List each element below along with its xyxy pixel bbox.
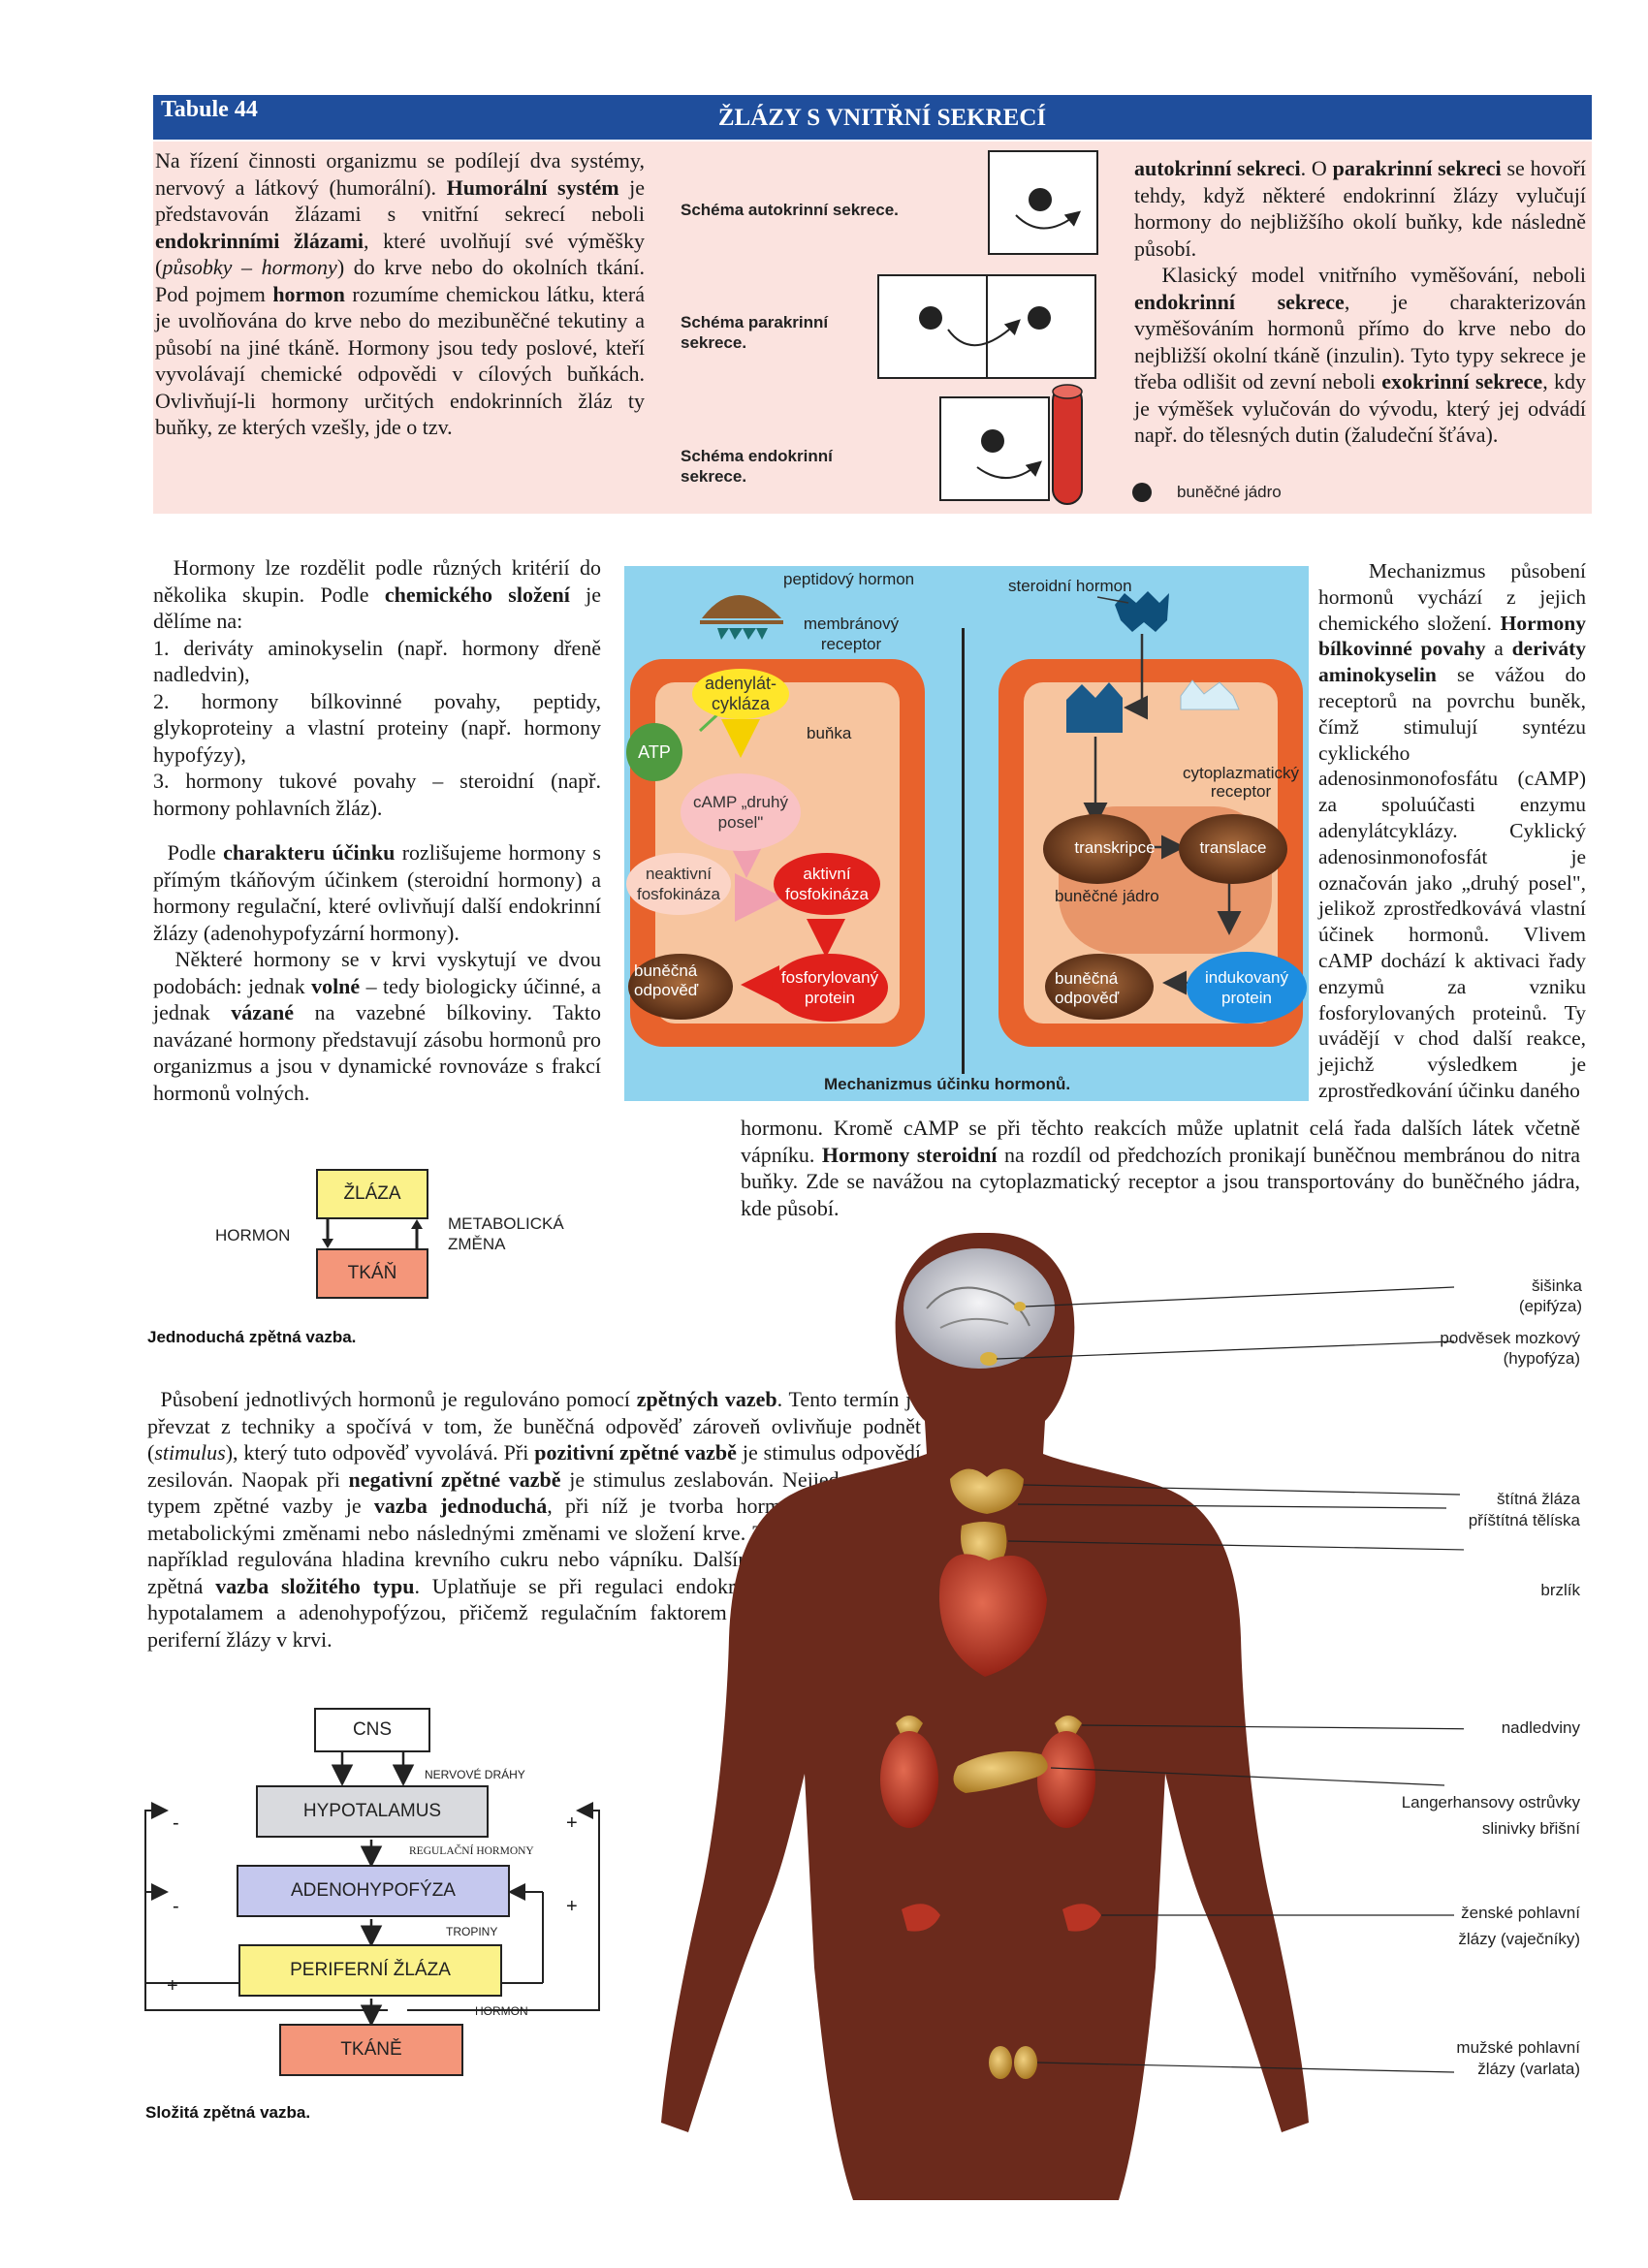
- label-transcription: transkripce: [1074, 838, 1156, 857]
- body-illustration: [661, 1233, 1464, 2200]
- heart: [938, 1554, 1047, 1677]
- label-cyto-receptor: cytoplazmatický receptor: [1183, 764, 1299, 801]
- autocrine-nucleus: [1029, 188, 1052, 211]
- adenohypophysis-box: ADENOHYPOFÝZA: [237, 1865, 510, 1917]
- active-kinase-node: aktivní fosfokináza: [774, 853, 880, 915]
- mechanism-caption: Mechanizmus účinku hormonů.: [824, 1075, 1071, 1093]
- effect-text: Podle charakteru účinku rozlišujeme horm…: [153, 840, 601, 1105]
- right-ovary: [1062, 1904, 1101, 1932]
- label-adrenals: nadledviny: [1501, 1718, 1580, 1737]
- label-hormone-simple: HORMON: [215, 1226, 291, 1244]
- steroid-text: hormonu. Kromě cAMP se při těchto reakcí…: [741, 1116, 1580, 1220]
- pancreas: [953, 1750, 1048, 1793]
- gland-box: ŽLÁZA: [316, 1169, 428, 1219]
- page-title: ŽLÁZY S VNITŘNÍ SEKRECÍ: [717, 105, 1047, 131]
- page-tab-label: Tabule 44: [161, 97, 258, 122]
- pineal-gland: [1014, 1302, 1026, 1311]
- endocrine-cell: [939, 396, 1050, 501]
- tissue-box: TKÁŇ: [316, 1248, 428, 1299]
- label-thyroid: štítná žláza: [1497, 1490, 1580, 1508]
- label-pineal: šišinka (epifýza): [1518, 1276, 1582, 1315]
- mechanism-shapes: [628, 591, 1287, 1020]
- pituitary-gland: [980, 1352, 998, 1366]
- camp-node: cAMP „druhý posel": [681, 773, 801, 851]
- plus-sign-3: +: [167, 1975, 178, 1997]
- label-pituitary: podvěsek mozkový (hypofýza): [1440, 1329, 1580, 1368]
- brain: [903, 1248, 1055, 1369]
- cns-box: CNS: [314, 1708, 430, 1752]
- label-testes: mužské pohlavní žlázy (varlata): [1456, 2038, 1580, 2078]
- mechanism-text: Mechanizmus působení hormonů vychází z j…: [1318, 559, 1586, 1102]
- simple-feedback-arrows: [322, 1219, 423, 1248]
- label-ovaries: ženské pohlavní žlázy (vaječníky): [1458, 1904, 1580, 1948]
- adenylate-cyclase-node: adenylát-cykláza: [692, 669, 789, 719]
- label-cell-response-right: buněčná odpověď: [1055, 969, 1120, 1007]
- label-cell: buňka: [807, 724, 852, 742]
- tissues-box: TKÁNĚ: [279, 2024, 463, 2076]
- label-membrane-receptor: membránový receptor: [803, 614, 900, 653]
- label-hormone-complex: HORMON: [475, 2004, 528, 2018]
- plus-sign-1: +: [566, 1812, 578, 1834]
- label-nerve-paths: NERVOVÉ DRÁHY: [425, 1768, 525, 1781]
- right-adrenal: [1055, 1716, 1082, 1737]
- body-silhouette: [661, 1233, 1309, 2200]
- minus-sign-2: -: [173, 1896, 179, 1917]
- label-metabolic-change: METABOLICKÁ ZMĚNA: [448, 1214, 564, 1253]
- intro-paragraph-left: Na řízení činnosti organizmu se podílejí…: [155, 148, 645, 439]
- nucleus-legend-label: buněčné jádro: [1177, 483, 1282, 501]
- header-bar: [153, 95, 1592, 140]
- right-testis: [1014, 2046, 1037, 2079]
- label-regulatory-hormones: REGULAČNÍ HORMONY: [409, 1845, 534, 1857]
- phosphorylated-protein-node: fosforylovaný protein: [772, 954, 888, 1022]
- thyroid-gland: [950, 1468, 1024, 1514]
- label-parathyroid: příštítná tělíska: [1468, 1511, 1580, 1529]
- intro-paragraph-right: autokrinní sekreci. O parakrinní sekreci…: [1134, 156, 1587, 447]
- label-thymus: brzlík: [1540, 1581, 1580, 1599]
- plus-sign-2: +: [566, 1896, 578, 1917]
- left-adrenal: [896, 1716, 923, 1737]
- peripheral-gland-box: PERIFERNÍ ŽLÁZA: [238, 1944, 502, 1997]
- complex-feedback-caption: Složitá zpětná vazba.: [145, 2103, 311, 2122]
- label-steroid-hormone: steroidní hormon: [1008, 577, 1132, 595]
- left-testis: [989, 2046, 1012, 2079]
- left-kidney: [880, 1731, 938, 1828]
- left-ovary: [902, 1904, 940, 1932]
- minus-sign-1: -: [173, 1812, 179, 1834]
- inactive-kinase-node: neaktivní fosfokináza: [626, 853, 731, 915]
- label-peptide-hormone: peptidový hormon: [783, 570, 915, 588]
- secretion-schemas: [877, 150, 1098, 505]
- atp-node: ATP: [626, 723, 682, 781]
- classification-text: Hormony lze rozdělit podle různých krité…: [153, 555, 601, 820]
- label-nucleus: buněčné jádro: [1055, 887, 1159, 905]
- label-islets: Langerhansovy ostrůvky slinivky břišní: [1401, 1793, 1580, 1838]
- nucleus-legend-dot: [1132, 483, 1152, 502]
- schema-paracrine-caption: Schéma parakrinní sekrece.: [681, 313, 829, 352]
- schema-autocrine-caption: Schéma autokrinní sekrece.: [681, 201, 899, 219]
- label-translation: translace: [1199, 838, 1267, 857]
- schema-endocrine-caption: Schéma endokrinní sekrece.: [681, 447, 833, 486]
- right-kidney: [1037, 1731, 1095, 1828]
- label-tropins: TROPINY: [446, 1925, 498, 1938]
- blood-vessel: [1052, 385, 1083, 505]
- hypothalamus-box: HYPOTALAMUS: [256, 1785, 489, 1838]
- label-cell-response-left: buněčná odpověď: [634, 961, 699, 999]
- simple-feedback-caption: Jednoduchá zpětná vazba.: [147, 1328, 357, 1346]
- intro-band: [153, 142, 1592, 514]
- induced-protein-node: indukovaný protein: [1187, 952, 1307, 1024]
